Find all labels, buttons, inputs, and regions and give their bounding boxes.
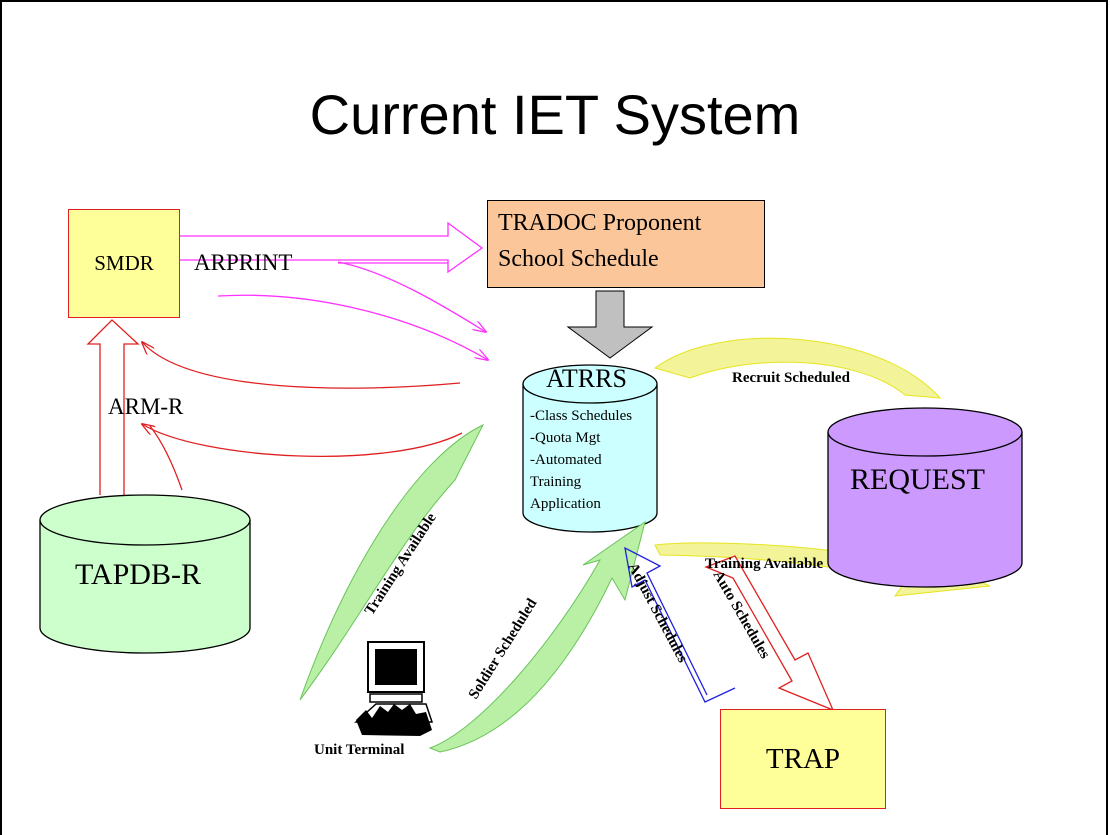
tradoc-to-atrrs-arrow (566, 290, 654, 359)
arprint-label: ARPRINT (194, 250, 293, 275)
tapdb-to-smdr-arrow (86, 319, 140, 495)
training-available-left-arrow (299, 423, 485, 701)
tradoc-box: TRADOC Proponent School Schedule (487, 200, 765, 288)
smdr-to-tradoc-arrow (180, 221, 484, 274)
request-database (827, 407, 1023, 588)
tapdb-to-atrrs-arrow (149, 425, 183, 491)
tradoc-line-1: TRADOC Proponent (498, 210, 702, 236)
recruit-scheduled-label: Recruit Scheduled (732, 370, 850, 386)
smdr-label: SMDR (94, 251, 154, 275)
request-label: REQUEST (850, 463, 985, 496)
atrrs-item: -Class Schedules (530, 408, 633, 424)
atrrs-title: ATRRS (546, 364, 627, 393)
tradoc-line-2: School Schedule (498, 246, 659, 272)
atrrs-item: -Automated (530, 452, 602, 468)
tapdb-database (39, 494, 251, 654)
trap-label: TRAP (765, 742, 841, 775)
atrrs-item: -Quota Mgt (530, 430, 601, 446)
atrrs-database (522, 364, 658, 533)
smdr-to-atrrs-lower-arrow (217, 294, 488, 360)
adjust-schedules-arrow (624, 546, 736, 703)
recruit-scheduled-arrow (653, 337, 942, 399)
trap-box: TRAP (720, 709, 886, 809)
adjust-schedules-label: Adjust Schedules (624, 560, 690, 665)
atrrs-item: Application (530, 496, 601, 512)
smdr-box: SMDR (68, 209, 180, 318)
atrrs-to-smdr-lower-arrow (142, 424, 463, 457)
computer-terminal-icon (354, 641, 434, 736)
atrrs-item: Training (530, 474, 582, 490)
atrrs-items: -Class Schedules -Quota Mgt -Automated T… (530, 405, 632, 515)
training-available-right-label: Training Available (705, 556, 824, 572)
soldier-scheduled-arrow (428, 520, 646, 753)
arm-r-label: ARM-R (108, 394, 184, 419)
slide-title: Current IET System (309, 83, 801, 146)
tapdb-label: TAPDB-R (75, 558, 201, 591)
smdr-to-atrrs-upper-arrow (337, 261, 486, 332)
unit-terminal-label: Unit Terminal (314, 742, 405, 758)
atrrs-to-smdr-arrow (142, 342, 461, 389)
